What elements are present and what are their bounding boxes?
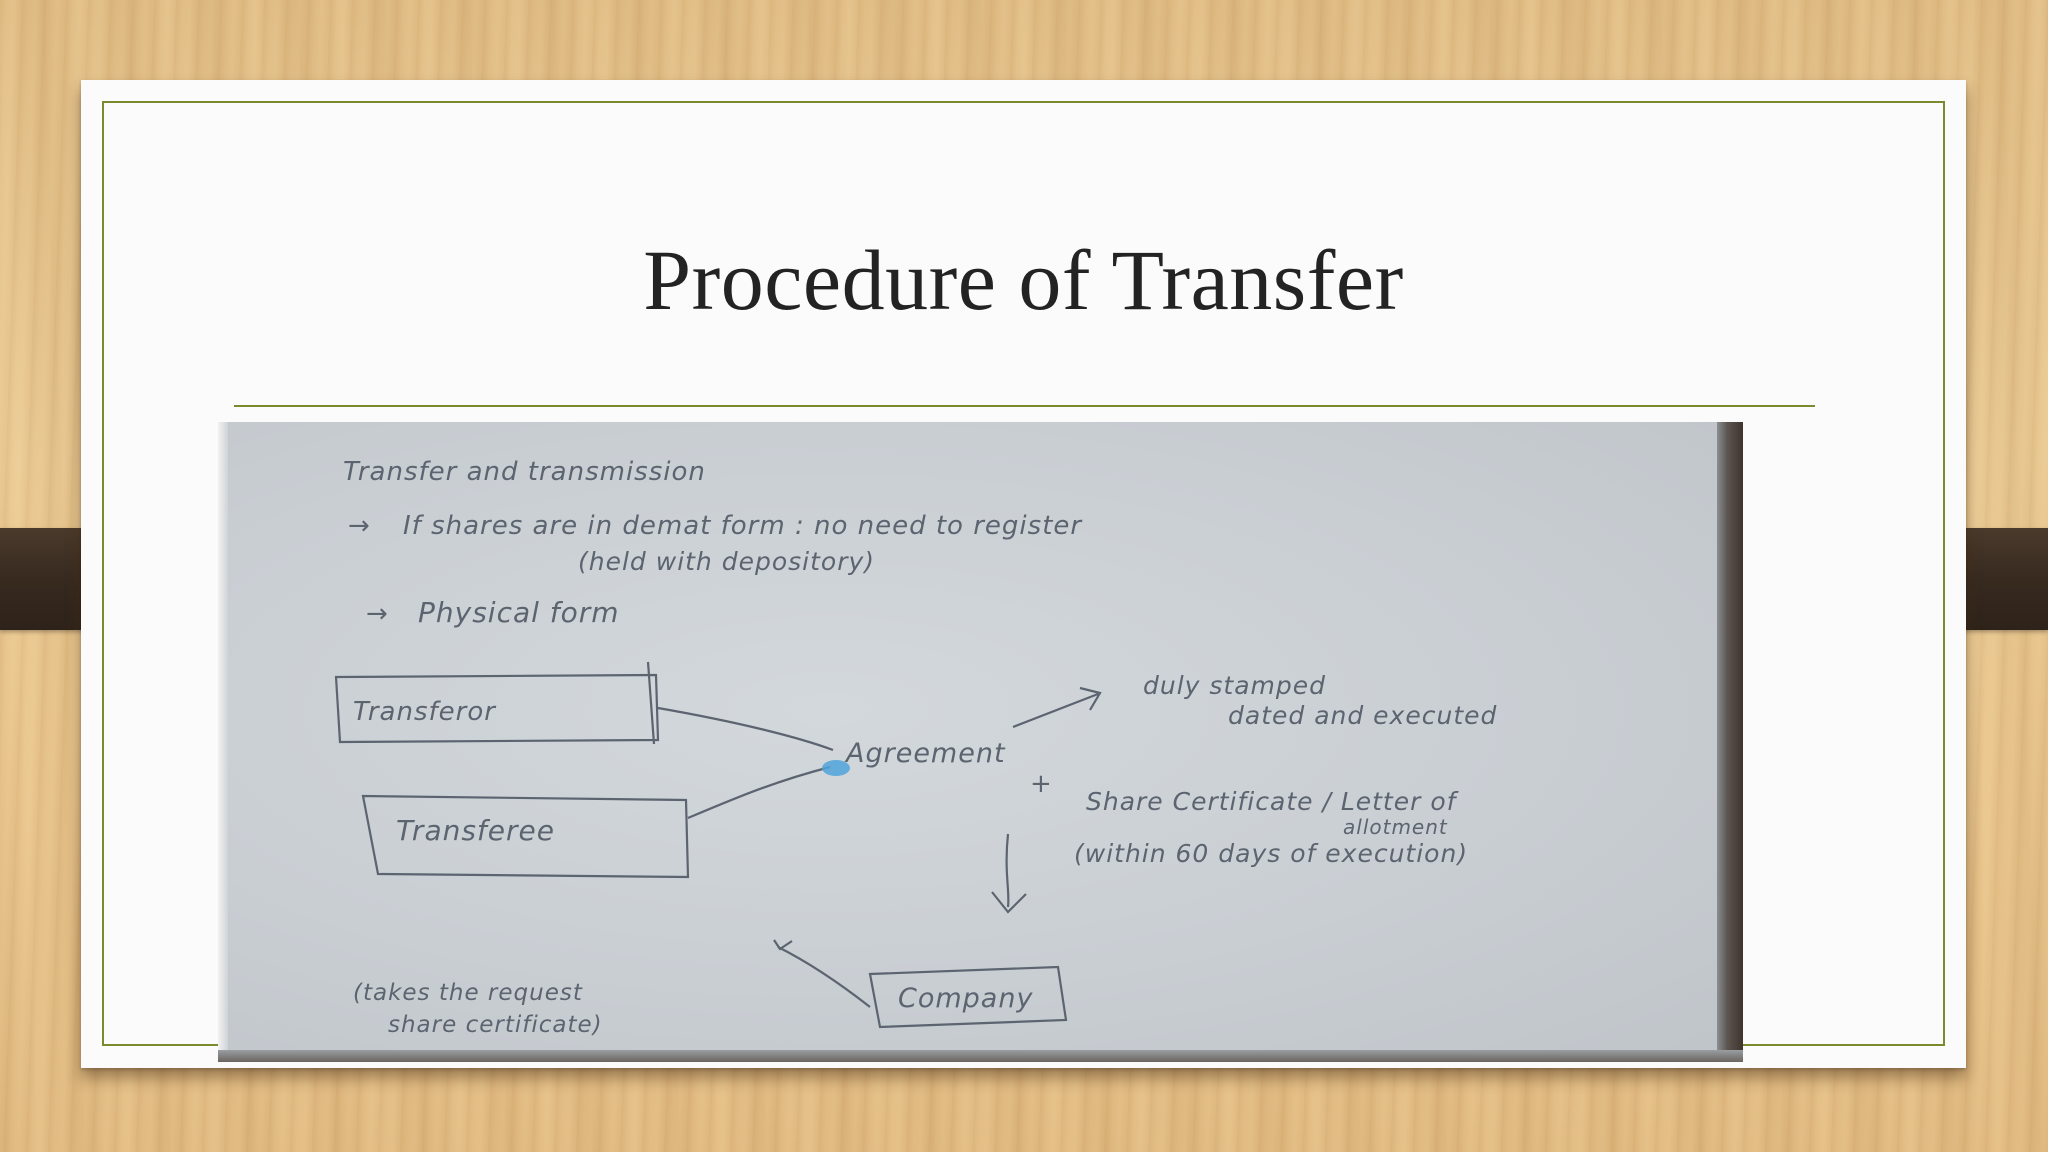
transferee-label: Transferee: [396, 814, 555, 847]
bullet-arrow-2: →: [366, 599, 389, 629]
certificate-line2: allotment: [1343, 815, 1448, 839]
certificate-line3: (within 60 days of execution): [1074, 839, 1468, 868]
agreement-note-line1: duly stamped: [1143, 671, 1326, 700]
highlight-dot: [822, 760, 850, 776]
company-label: Company: [898, 983, 1033, 1014]
company-note-line1: (takes the request: [353, 980, 583, 1006]
transferor-box-edge: [646, 661, 656, 745]
slide-title: Procedure of Transfer: [643, 232, 1404, 328]
plus-sign: +: [1030, 769, 1053, 799]
agreement-label: Agreement: [844, 738, 1006, 769]
title-underline: [234, 405, 1815, 407]
company-arrow-head: [773, 939, 793, 951]
company-note-line2: share certificate): [388, 1012, 603, 1038]
transferor-connector: [657, 706, 834, 752]
down-arrow-head: [991, 891, 1027, 914]
certificate-line1: Share Certificate / Letter of: [1086, 787, 1459, 816]
bullet-demat-subtext: (held with depository): [578, 547, 875, 576]
agreement-arrow-stamp: [1012, 692, 1099, 729]
bullet-arrow-1: →: [348, 511, 371, 541]
agreement-arrow-stamp-head: [1079, 686, 1102, 711]
photo-right-edge: [1717, 422, 1743, 1062]
slide: Procedure of Transfer Transfer and trans…: [81, 80, 1966, 1068]
down-arrow-shaft: [1005, 833, 1010, 908]
handwritten-notes-photo: Transfer and transmission → If shares ar…: [218, 422, 1743, 1062]
transferee-box: [361, 794, 690, 879]
transferor-box: [334, 673, 660, 744]
photo-bottom-edge: [218, 1050, 1743, 1062]
bullet-physical-text: Physical form: [418, 596, 620, 629]
company-arrow: [777, 946, 871, 1008]
agreement-note-line2: dated and executed: [1228, 701, 1497, 730]
transferee-connector: [687, 765, 831, 820]
notes-heading: Transfer and transmission: [343, 457, 706, 487]
bullet-demat-text: If shares are in demat form : no need to…: [403, 511, 1083, 541]
handwritten-notes-drawing: Transfer and transmission → If shares ar…: [334, 457, 1497, 1038]
transferor-label: Transferor: [353, 697, 497, 727]
company-box: [868, 965, 1068, 1029]
